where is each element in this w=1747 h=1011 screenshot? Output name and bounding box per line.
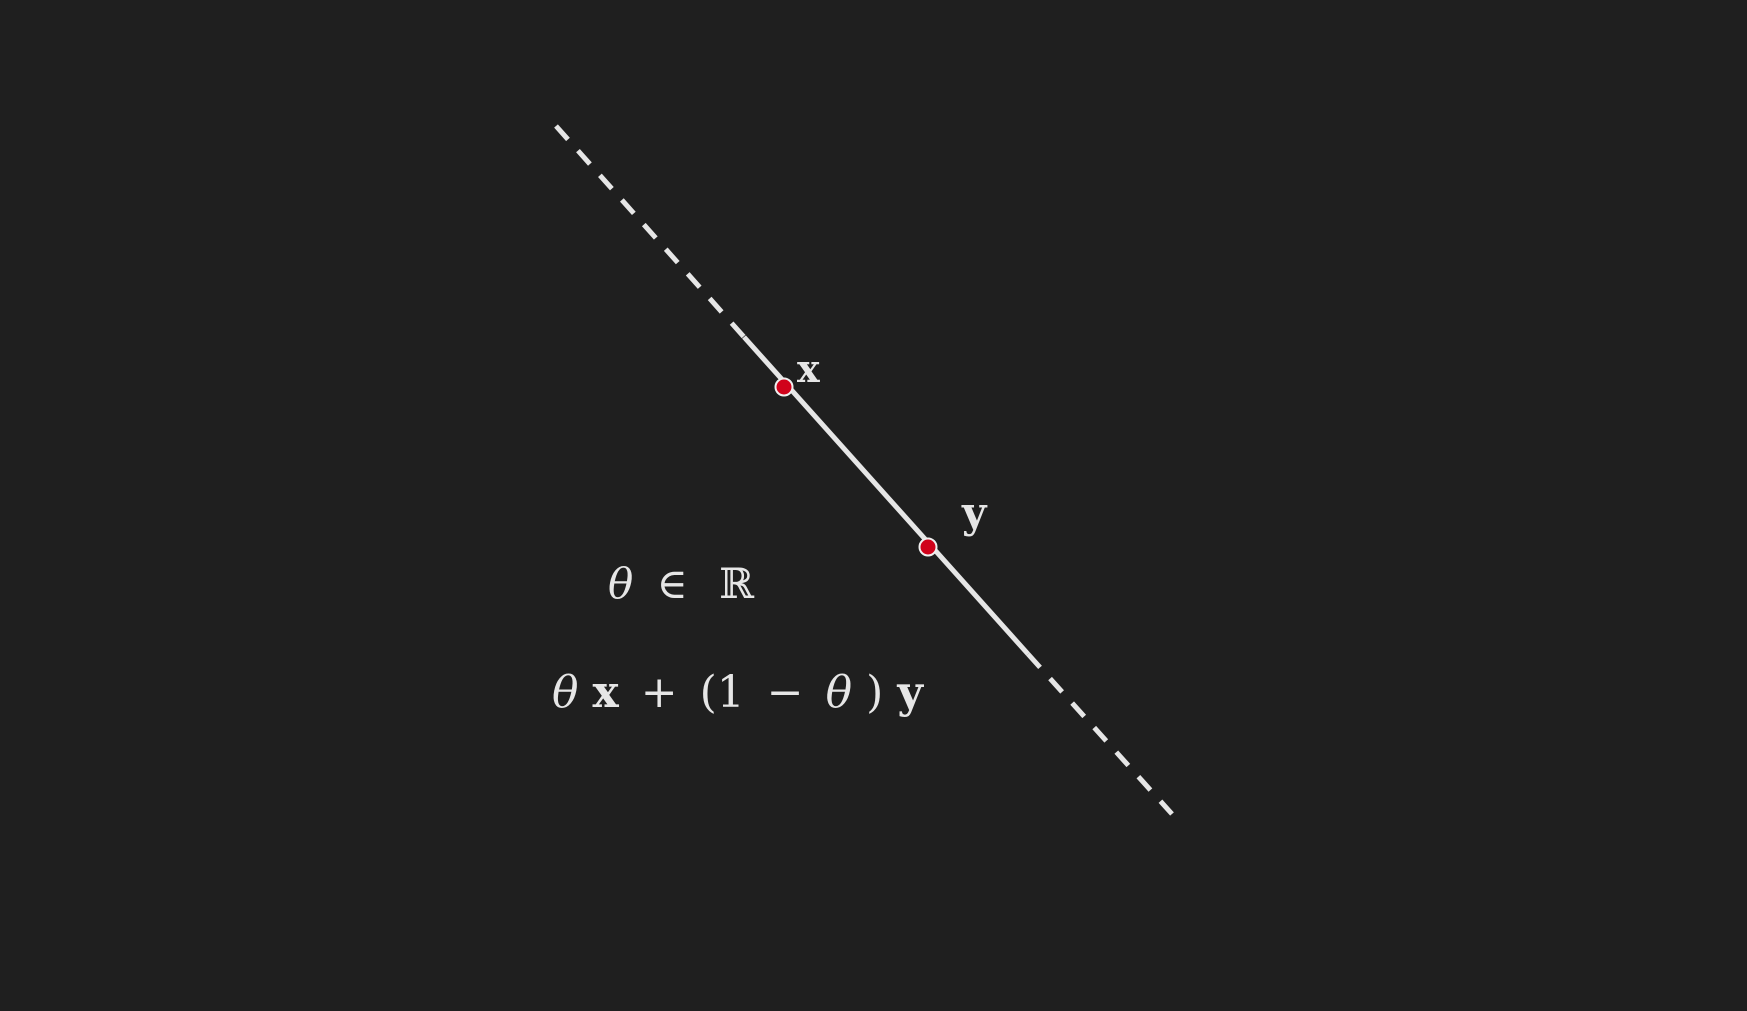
formula-close-paren: ) <box>866 667 883 718</box>
theta-symbol: θ <box>608 559 633 608</box>
reals-symbol: ℝ <box>719 559 755 608</box>
convex-combination-formula: θ x + (1 − θ ) y <box>552 667 924 718</box>
formula-plus: + <box>641 667 678 718</box>
formula-open-paren-one: (1 <box>700 667 745 718</box>
dashed-extension-upper <box>554 124 746 339</box>
formula-x: x <box>593 667 620 718</box>
formula-minus: − <box>767 667 804 718</box>
theta-domain-formula: θ ∈ ℝ <box>608 559 755 608</box>
dashed-extension-lower <box>1026 652 1174 816</box>
formula-y: y <box>896 667 924 718</box>
element-of-symbol: ∈ <box>657 559 688 608</box>
point-x-marker <box>774 377 794 397</box>
formula-theta-2: θ <box>826 667 853 718</box>
point-y-marker <box>918 537 938 557</box>
formula-theta-1: θ <box>552 667 579 718</box>
point-x-label: x <box>797 346 820 391</box>
point-y-label: y <box>961 488 988 537</box>
